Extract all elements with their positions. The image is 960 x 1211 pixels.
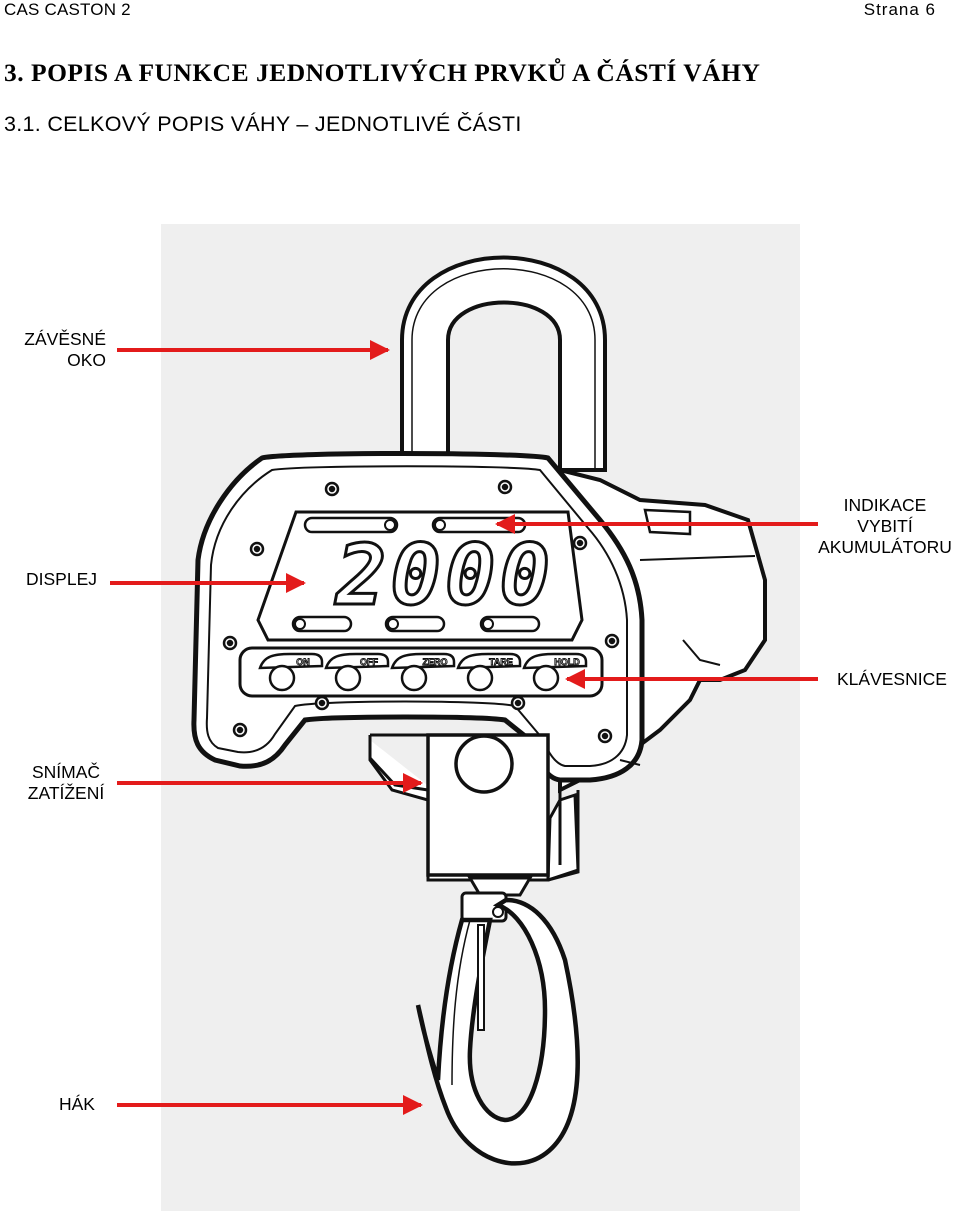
label-sensor-line1: SNÍMAČ bbox=[31, 762, 101, 782]
section-subheading: 3.1. CELKOVÝ POPIS VÁHY – JEDNOTLIVÉ ČÁS… bbox=[4, 112, 522, 136]
key-tare[interactable]: TARE bbox=[456, 652, 522, 692]
key-label: HOLD bbox=[554, 657, 580, 667]
label-sensor-line2: ZATÍŽENÍ bbox=[27, 783, 105, 803]
section-heading: 3. POPIS A FUNKCE JEDNOTLIVÝCH PRVKŮ A Č… bbox=[4, 58, 761, 87]
label-hanging-eye-line1: ZÁVĚSNÉ bbox=[24, 329, 106, 349]
key-label: ZERO bbox=[422, 657, 447, 667]
key-hold[interactable]: HOLD bbox=[522, 652, 588, 692]
display-window: 2000 bbox=[256, 510, 584, 642]
keypad: ON OFF ZERO TARE HOLD bbox=[238, 646, 604, 698]
label-battery-line2: VYBITÍ bbox=[857, 516, 913, 536]
label-battery-line3: AKUMULÁTORU bbox=[818, 537, 952, 557]
label-load-sensor: SNÍMAČ ZATÍŽENÍ bbox=[14, 762, 118, 804]
label-hanging-eye-line2: OKO bbox=[67, 350, 106, 370]
header-page-number: Strana 6 bbox=[863, 0, 936, 19]
header-document-title: CAS CASTON 2 bbox=[4, 0, 131, 19]
key-label: TARE bbox=[489, 657, 513, 667]
key-off[interactable]: OFF bbox=[324, 652, 390, 692]
key-zero[interactable]: ZERO bbox=[390, 652, 456, 692]
label-battery-line1: INDIKACE bbox=[843, 495, 927, 515]
label-hanging-eye: ZÁVĚSNÉ OKO bbox=[24, 329, 106, 371]
label-keyboard: KLÁVESNICE bbox=[837, 669, 947, 689]
callout-arrows bbox=[110, 340, 818, 1115]
hook bbox=[415, 876, 580, 1166]
label-display: DISPLEJ bbox=[26, 569, 97, 589]
hanging-eye bbox=[400, 255, 607, 472]
battery-indicator-slot bbox=[303, 516, 399, 534]
load-sensor bbox=[368, 733, 641, 882]
label-battery-indicator: INDIKACE VYBITÍ AKUMULÁTORU bbox=[812, 495, 958, 558]
display-reading: 2000 bbox=[334, 526, 554, 624]
key-label: ON bbox=[296, 657, 310, 667]
label-hook: HÁK bbox=[59, 1094, 95, 1114]
key-label: OFF bbox=[360, 657, 378, 667]
key-on[interactable]: ON bbox=[258, 652, 324, 692]
